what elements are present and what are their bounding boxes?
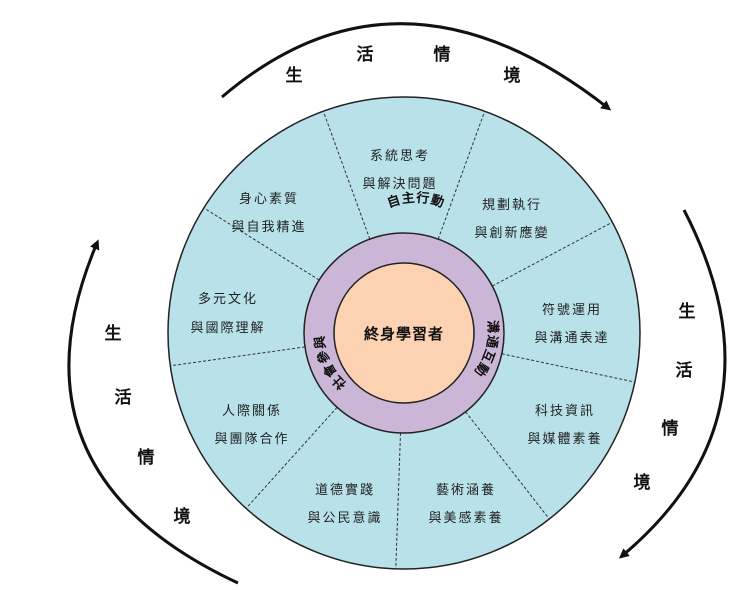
center-label: 終身學習者 bbox=[364, 325, 444, 343]
arc-right-char-3: 境 bbox=[634, 472, 651, 493]
segment-divider-2 bbox=[492, 221, 613, 287]
segment-5-line2: 與公民意識 bbox=[307, 510, 382, 526]
segment-0-line1: 系統思考 bbox=[370, 149, 430, 164]
segment-8-line2: 與自我精進 bbox=[231, 220, 306, 235]
segment-4-line1: 藝術涵養 bbox=[436, 482, 496, 498]
segment-labels: 系統思考 與解決問題 規劃執行 與創新應變 符號運用 與溝通表達 科技資訊 與媒… bbox=[190, 149, 609, 526]
segment-divider-7 bbox=[170, 346, 306, 367]
arc-label-right: 生 活 情 境 bbox=[634, 301, 696, 493]
segment-dividers bbox=[170, 111, 635, 569]
segment-6-line1: 人際關係 bbox=[222, 404, 282, 419]
segment-1-line2: 與創新應變 bbox=[474, 225, 549, 241]
segment-0-line2: 與解決問題 bbox=[362, 177, 437, 192]
arc-left-char-1: 活 bbox=[115, 387, 132, 408]
segment-8-line1: 身心素質 bbox=[239, 191, 299, 207]
segment-7-line2: 與國際理解 bbox=[190, 321, 265, 336]
segment-divider-6 bbox=[245, 406, 338, 509]
arc-label-left: 生 活 情 境 bbox=[105, 323, 191, 527]
segment-6-line2: 與團隊合作 bbox=[214, 431, 289, 447]
arc-top-char-0: 生 bbox=[286, 65, 303, 86]
segment-2-line1: 符號運用 bbox=[542, 302, 602, 318]
segment-divider-0 bbox=[322, 111, 371, 240]
arc-label-top: 生 活 情 境 bbox=[286, 44, 521, 86]
arc-left-char-0: 生 bbox=[105, 323, 122, 344]
segment-divider-5 bbox=[395, 432, 402, 569]
arc-top-char-2: 情 bbox=[434, 44, 451, 65]
arc-top-char-1: 活 bbox=[357, 44, 374, 65]
center-circle bbox=[333, 262, 475, 404]
arrow-right bbox=[618, 209, 727, 559]
segment-divider-4 bbox=[465, 411, 550, 520]
segment-2-line2: 與溝通表達 bbox=[534, 331, 609, 346]
arc-right-char-2: 情 bbox=[662, 418, 679, 439]
segment-1-line1: 規劃執行 bbox=[482, 197, 542, 213]
arc-right-char-0: 生 bbox=[679, 301, 696, 322]
segment-3-line1: 科技資訊 bbox=[535, 404, 595, 419]
segment-divider-8 bbox=[203, 207, 320, 281]
arc-right-char-1: 活 bbox=[676, 360, 693, 381]
segment-divider-1 bbox=[437, 111, 486, 240]
segment-4-line2: 與美感素養 bbox=[428, 510, 503, 526]
segment-3-line2: 與媒體素養 bbox=[527, 431, 602, 447]
segment-7-line1: 多元文化 bbox=[198, 291, 258, 307]
segment-divider-3 bbox=[501, 353, 635, 383]
arrow-left bbox=[67, 239, 239, 585]
arc-top-char-3: 境 bbox=[504, 65, 521, 86]
arc-left-char-2: 情 bbox=[138, 447, 155, 468]
arc-left-char-3: 境 bbox=[174, 506, 191, 527]
arrow-top bbox=[221, 22, 612, 111]
segment-5-line1: 道德實踐 bbox=[315, 482, 375, 498]
